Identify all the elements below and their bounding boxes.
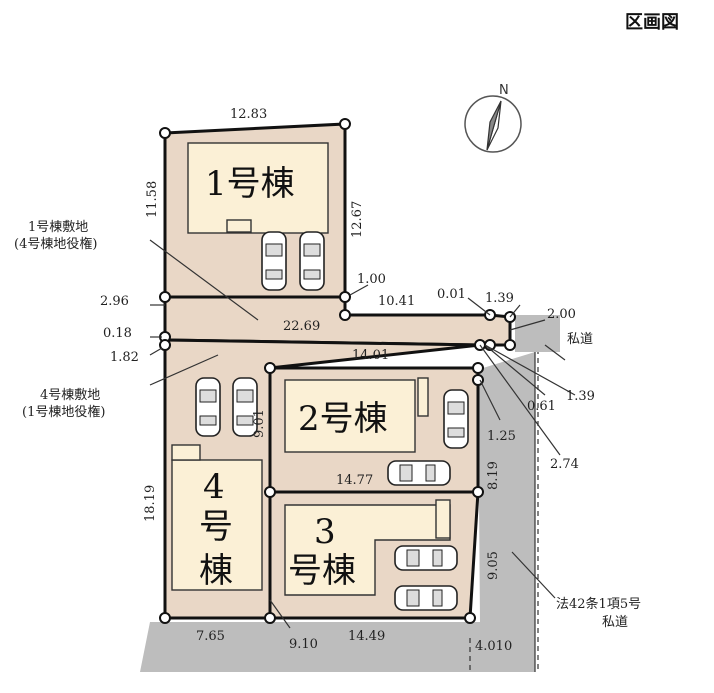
- dim-0-18: 0.18: [103, 326, 132, 341]
- dim-1-00: 1.00: [357, 272, 386, 287]
- dim-8-19: 8.19: [486, 461, 501, 490]
- dim-9-10: 9.10: [289, 637, 318, 652]
- building-3-label-line2: 号棟: [288, 551, 356, 591]
- car-3a: [394, 545, 458, 571]
- car-4b: [232, 377, 258, 437]
- car-2a: [443, 389, 469, 449]
- dim-1-39-a: 1.39: [485, 291, 514, 306]
- private-road-stub: [515, 315, 560, 352]
- building-4-footprint: [171, 459, 263, 591]
- leader-lines: [149, 239, 576, 629]
- dim-14-01: 14.01: [352, 348, 389, 363]
- building-1-footprint: [187, 142, 329, 234]
- site4-note-line1: 4号棟敷地: [40, 388, 100, 403]
- car-2b: [387, 460, 451, 486]
- site4-note-line2: (1号棟地役権): [22, 404, 105, 420]
- north-compass-icon: N: [464, 83, 522, 153]
- building-3-porch: [435, 499, 451, 539]
- dim-left-1: 11.58: [145, 181, 160, 218]
- compass-label: N: [499, 83, 509, 98]
- dim-2-00: 2.00: [547, 307, 576, 322]
- dim-0-61: 0.61: [527, 399, 556, 414]
- law-road-label-line1: 法42条1項5号: [556, 596, 641, 612]
- dim-7-65: 7.65: [196, 629, 225, 644]
- building-3-label-line1: 3: [314, 512, 336, 552]
- dim-9-05: 9.05: [486, 551, 501, 580]
- building-2-footprint: [284, 379, 416, 453]
- building-4-porch: [171, 444, 201, 461]
- car-4a: [195, 377, 221, 437]
- dim-right-1: 12.67: [350, 201, 365, 238]
- dim-1-39-b: 1.39: [566, 389, 595, 404]
- dim-22-69: 22.69: [283, 319, 320, 334]
- dim-18-19: 18.19: [143, 485, 158, 522]
- dim-4-010: 4.010: [475, 639, 512, 654]
- lot-1-access: [163, 295, 512, 347]
- building-4-label-line3: 棟: [199, 551, 233, 591]
- law-road-label-line2: 私道: [602, 615, 628, 630]
- building-1-porch: [226, 219, 252, 233]
- dim-9-01: 9.01: [252, 409, 267, 438]
- building-1-label: 1号棟: [205, 164, 295, 204]
- car-1b: [299, 231, 325, 291]
- dim-14-49: 14.49: [348, 629, 385, 644]
- private-road-label: 私道: [567, 332, 593, 347]
- dim-2-96: 2.96: [100, 294, 129, 309]
- site1-note-line1: 1号棟敷地: [28, 220, 88, 235]
- road-right-private: [468, 352, 535, 672]
- road-bottom: [140, 622, 470, 672]
- car-3b: [394, 585, 458, 611]
- dim-1-82: 1.82: [110, 350, 139, 365]
- building-2-porch: [417, 377, 429, 417]
- building-2-label: 2号棟: [298, 399, 388, 439]
- dim-top-1: 12.83: [230, 107, 267, 122]
- dim-0-01: 0.01: [437, 287, 466, 302]
- dim-14-77: 14.77: [336, 473, 373, 488]
- car-1a: [261, 231, 287, 291]
- dim-1-25: 1.25: [487, 429, 516, 444]
- building-4-label-line1: 4: [203, 467, 225, 507]
- dim-2-74: 2.74: [550, 457, 579, 472]
- building-4-label-line2: 号: [199, 507, 233, 547]
- site1-note-line2: (4号棟地役権): [14, 236, 97, 252]
- page-title: 区画図: [625, 12, 679, 33]
- dim-10-41: 10.41: [378, 294, 415, 309]
